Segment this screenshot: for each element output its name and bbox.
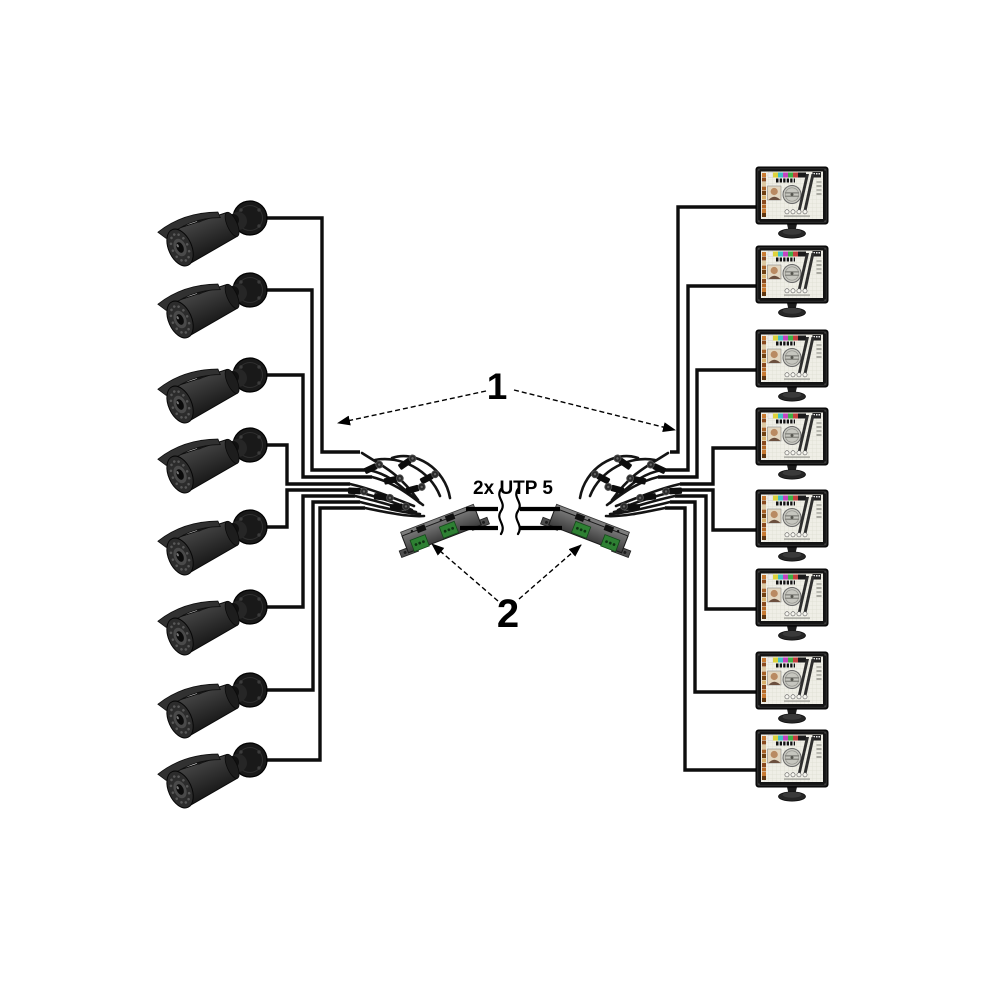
coax-cable-camera-6 [252,494,355,609]
utp-cable-run [460,487,562,536]
pigtail-wire [353,494,418,514]
coax-cable-monitor-6 [675,494,760,611]
pigtail-wire [612,494,677,514]
coax-cable-camera-5 [252,488,350,529]
callout-1-arrow-right [513,389,676,432]
cctv-camera-1 [156,198,268,272]
coax-cable-monitor-4 [680,446,760,486]
monitor-coax-cables [658,205,760,772]
bnc-connector-icon [603,482,626,495]
coax-cable-camera-1 [252,216,360,454]
lcd-monitor-2 [755,245,829,318]
coax-cable-monitor-8 [665,506,760,772]
camera-column [156,198,268,814]
pigtail-wire [578,454,640,500]
callout-1-arrow-left [337,390,487,426]
coax-cable-monitor-3 [658,368,760,479]
cctv-camera-3 [156,355,268,429]
lcd-monitor-8 [755,729,829,802]
bnc-connector-icon [404,482,427,495]
lcd-monitor-5 [755,489,829,562]
callout-1-label: 1 [487,366,508,407]
lcd-monitor-7 [755,651,829,724]
camera-coax-cables [252,216,372,762]
cctv-camera-2 [156,270,268,344]
cable-break-mark [498,487,504,536]
monitor-column [755,166,829,802]
coax-cable-camera-7 [252,500,360,692]
coax-cable-monitor-2 [662,284,760,472]
bnc-connector-icon [347,486,369,496]
coax-cable-monitor-5 [680,488,760,532]
coax-cable-camera-4 [252,443,350,486]
coax-cable-camera-3 [252,373,372,479]
coax-cable-camera-8 [252,506,365,762]
coax-cable-monitor-7 [670,500,760,694]
cable-type-label: 2x UTP 5 [473,478,553,499]
pigtail-wire [610,451,670,502]
callout-arrows [337,389,676,602]
cctv-camera-6 [156,587,268,661]
bnc-connector-icon [619,502,641,512]
pigtail-wire [588,457,657,498]
lcd-monitor-3 [755,329,829,402]
pigtail-wire [604,506,667,518]
pigtail-wire [605,475,660,507]
lcd-monitor-1 [755,166,829,239]
lcd-monitor-6 [755,568,829,641]
bnc-connector-icon [389,502,411,512]
pigtail-wire [370,475,425,507]
lcd-monitor-4 [755,407,829,480]
cctv-camera-7 [156,670,268,744]
callout-2-arrow-right [518,544,582,600]
cable-break-mark [515,487,521,536]
callout-2-arrow-left [431,543,499,602]
pigtail-wire [390,454,452,500]
coax-cable-camera-2 [252,288,368,472]
coax-cable-monitor-1 [670,205,760,454]
cctv-camera-8 [156,740,268,814]
pigtail-wire [373,457,442,498]
bnc-connector-icon [661,486,683,496]
callout-2-label: 2 [497,592,519,636]
cctv-camera-4 [156,425,268,499]
pigtail-wire [360,451,420,502]
cctv-camera-5 [156,507,268,581]
pigtail-wire [363,506,426,518]
